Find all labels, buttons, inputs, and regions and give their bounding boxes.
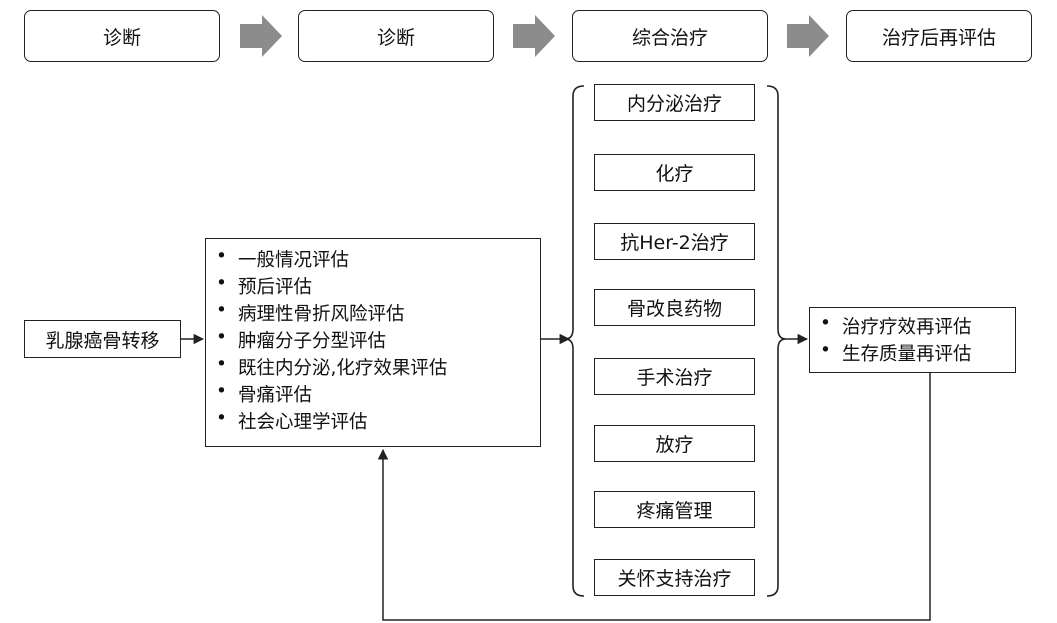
treatment-box-surgery: 手术治疗 <box>594 358 755 395</box>
treatment-box-supportive-care: 关怀支持治疗 <box>594 559 755 596</box>
chevron-right-icon <box>787 15 829 57</box>
treatment-box-anti-her2: 抗Her-2治疗 <box>594 223 755 260</box>
assessment-item: 社会心理学评估 <box>206 408 540 435</box>
treatment-label: 关怀支持治疗 <box>617 568 732 590</box>
treatment-box-pain-management: 疼痛管理 <box>594 491 755 528</box>
left-bracket <box>564 85 585 597</box>
assessment-item: 既往内分泌,化疗效果评估 <box>206 354 540 381</box>
reassessment-item: 治疗疗效再评估 <box>810 313 1015 340</box>
chevron-right-icon <box>240 15 282 57</box>
assessment-box: 一般情况评估 预后评估 病理性骨折风险评估 肿瘤分子分型评估 既往内分泌,化疗效… <box>205 238 541 447</box>
stage-4-label: 治疗后再评估 <box>881 26 996 49</box>
reassessment-list: 治疗疗效再评估 生存质量再评估 <box>810 313 1015 367</box>
treatment-label: 骨改良药物 <box>626 298 722 320</box>
chevron-right-icon <box>513 15 555 57</box>
reassessment-item: 生存质量再评估 <box>810 340 1015 367</box>
start-node-label: 乳腺癌骨转移 <box>45 329 160 352</box>
start-node-box: 乳腺癌骨转移 <box>24 320 181 358</box>
assessment-list: 一般情况评估 预后评估 病理性骨折风险评估 肿瘤分子分型评估 既往内分泌,化疗效… <box>206 246 540 435</box>
treatment-box-bone-modifying: 骨改良药物 <box>594 289 755 326</box>
right-bracket <box>766 85 787 597</box>
assessment-item: 骨痛评估 <box>206 381 540 408</box>
treatment-label: 手术治疗 <box>636 367 713 389</box>
treatment-label: 放疗 <box>655 434 694 456</box>
assessment-item: 肿瘤分子分型评估 <box>206 327 540 354</box>
treatment-label: 化疗 <box>655 163 694 185</box>
reassessment-box: 治疗疗效再评估 生存质量再评估 <box>809 307 1016 373</box>
treatment-box-endocrine: 内分泌治疗 <box>594 84 755 121</box>
stage-1-box: 诊断 <box>24 10 220 62</box>
treatment-label: 内分泌治疗 <box>626 93 722 115</box>
stage-3-box: 综合治疗 <box>572 10 768 62</box>
treatment-box-radiotherapy: 放疗 <box>594 425 755 462</box>
stage-2-label: 诊断 <box>376 26 415 49</box>
assessment-item: 一般情况评估 <box>206 246 540 273</box>
assessment-item: 预后评估 <box>206 273 540 300</box>
stage-3-label: 综合治疗 <box>631 26 708 49</box>
treatment-label: 抗Her-2治疗 <box>620 232 729 254</box>
stage-4-box: 治疗后再评估 <box>846 10 1032 62</box>
stage-2-box: 诊断 <box>298 10 494 62</box>
treatment-label: 疼痛管理 <box>636 500 713 522</box>
stage-1-label: 诊断 <box>102 26 141 49</box>
treatment-box-chemo: 化疗 <box>594 154 755 191</box>
assessment-item: 病理性骨折风险评估 <box>206 300 540 327</box>
